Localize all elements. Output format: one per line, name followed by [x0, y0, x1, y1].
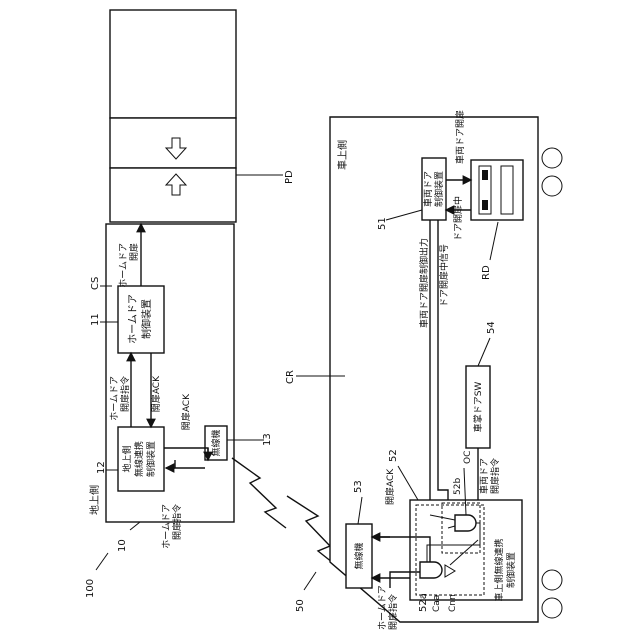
- ground-side-label: 地上側: [88, 485, 101, 515]
- vehicle-radio-label: 無線機: [353, 542, 365, 569]
- platform-door: [110, 10, 236, 222]
- ref-rd: RD: [481, 265, 492, 280]
- home-door-controller: [118, 286, 164, 353]
- ground-radio-label: 無線機: [210, 429, 222, 456]
- radio-cmd-label-2: 開扉指令: [171, 504, 183, 540]
- hd-controller-label-1: ホームドア: [127, 294, 139, 344]
- ref-52a: 52a: [418, 593, 429, 612]
- hd-cmd-label-2: 開扉指令: [387, 594, 399, 630]
- cmd-open-label-2: 開扉指令: [119, 376, 131, 412]
- ack-label-2: 開扉ACK: [180, 393, 192, 430]
- door-open-label: 車両ドア開扉: [454, 110, 466, 164]
- ack-label-1: 開扉ACK: [150, 375, 162, 412]
- vehicle-door: [471, 160, 523, 220]
- ref-cnn: Cnn: [448, 594, 458, 612]
- cmd-label-1: 車両ドア: [478, 458, 490, 494]
- ref-11: 11: [90, 313, 101, 326]
- hd-open-label-1: ホームドア: [118, 243, 129, 288]
- out-signal-label: 車両ドア開扉制御出力: [418, 238, 430, 328]
- ref-cs: CS: [90, 277, 101, 290]
- ref-52: 52: [388, 449, 399, 462]
- hd-open-label-2: 開扉: [128, 243, 140, 261]
- mid-signal-label: ドア開扉中信号: [438, 244, 450, 307]
- ref-100: 100: [85, 579, 96, 598]
- door-ctrl-label-1: 車両ドア: [422, 171, 434, 207]
- sw-label: 車掌ドアSW: [472, 382, 484, 433]
- ref-51: 51: [377, 217, 388, 230]
- ref-caa: Caa: [432, 595, 442, 612]
- ref-50: 50: [295, 599, 306, 612]
- ground-link-label-2: 無線連携: [133, 441, 145, 477]
- cmd-open-label-1: ホームドア: [109, 376, 120, 421]
- ref-52b: 52b: [453, 478, 463, 495]
- vehicle-link-label-2: 制御装置: [505, 552, 517, 588]
- ref-54: 54: [486, 321, 497, 334]
- door-opening-label: ドア開扉中: [452, 196, 464, 241]
- vehicle-side-label: 車上側: [336, 140, 349, 170]
- vehicle-link-label-1: 車上側無線連携: [493, 538, 505, 601]
- ref-12: 12: [96, 461, 107, 474]
- ref-oc: OC: [463, 451, 473, 464]
- hd-controller-label-2: 制御装置: [140, 299, 153, 339]
- ref-cr: CR: [285, 370, 296, 384]
- ref-10: 10: [117, 539, 128, 552]
- wheels: [542, 148, 562, 618]
- ack-vehicle-label: 開扉ACK: [384, 468, 396, 505]
- cmd-label-2: 開扉指令: [489, 458, 501, 494]
- hd-cmd-label-1: ホームドア: [377, 585, 388, 630]
- ref-53: 53: [353, 480, 364, 493]
- ground-link-label-1: 地上側: [121, 445, 133, 472]
- wireless-bolt-ground: [232, 458, 286, 528]
- door-ctrl-label-2: 制御装置: [433, 171, 445, 207]
- ref-pd: PD: [284, 170, 295, 184]
- radio-cmd-label-1: ホームドア: [161, 504, 172, 549]
- ground-link-label-3: 制御装置: [145, 441, 157, 477]
